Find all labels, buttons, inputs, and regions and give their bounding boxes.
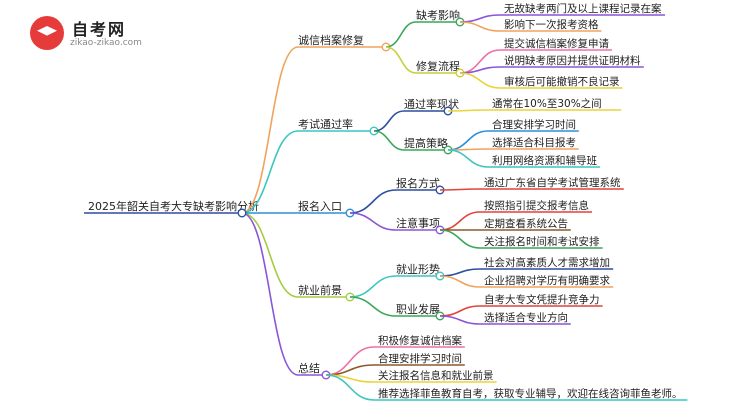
root-node[interactable]: [237, 208, 247, 218]
leaf-topic[interactable]: 利用网络资源和辅导班: [492, 154, 597, 167]
leaf-connector: [439, 305, 481, 317]
leaf-connector: [439, 268, 481, 277]
leaf-topic[interactable]: 说明缺考原因并提供证明材料: [504, 54, 641, 67]
leaf-topic[interactable]: 选择适合科目报考: [492, 136, 576, 149]
subtopic[interactable]: 修复流程: [416, 59, 460, 73]
branch-topic[interactable]: 报名入口: [298, 199, 342, 213]
subtopic[interactable]: 提高策略: [404, 136, 448, 150]
leaf-connector: [439, 188, 481, 191]
branch-connector: [241, 212, 299, 298]
leaf-topic[interactable]: 通过广东省自学考试管理系统: [484, 176, 621, 189]
leaf-topic[interactable]: 通常在10%至30%之间: [492, 97, 602, 110]
subtopic[interactable]: 缺考影响: [416, 8, 460, 22]
leaf-connector: [447, 130, 489, 151]
branch-topic[interactable]: 考试通过率: [298, 117, 353, 131]
subtopic-connector: [385, 46, 417, 74]
subtopic[interactable]: 职业发展: [396, 302, 440, 316]
leaf-topic[interactable]: 影响下一次报考资格: [504, 18, 599, 31]
subtopic[interactable]: 就业形势: [396, 262, 440, 276]
leaf-topic[interactable]: 关注报名信息和就业前景: [378, 369, 494, 382]
leaf-topic[interactable]: 关注报名时间和考试安排: [484, 235, 600, 248]
leaf-connector: [439, 229, 481, 249]
subtopic[interactable]: 注意事项: [396, 216, 440, 230]
leaf-connector: [439, 315, 481, 325]
leaf-connector: [439, 275, 481, 288]
leaf-topic[interactable]: 积极修复诚信档案: [378, 334, 462, 347]
branch-topic[interactable]: 就业前景: [298, 283, 342, 297]
leaf-topic[interactable]: 提交诚信档案修复申请: [504, 37, 609, 50]
root-topic[interactable]: 2025年韶关自考大专缺考影响分析: [88, 199, 259, 213]
branch-connector: [241, 212, 299, 376]
leaf-topic[interactable]: 自考大专文凭提升竞争力: [484, 293, 600, 306]
subtopic-connector: [349, 212, 397, 231]
leaf-topic[interactable]: 按照指引提交报考信息: [484, 199, 589, 212]
leaf-topic[interactable]: 合理安排学习时间: [492, 118, 576, 131]
leaf-topic[interactable]: 选择适合专业方向: [484, 311, 568, 324]
subtopic-connector: [349, 296, 397, 317]
subtopic-connector: [373, 110, 405, 132]
leaf-connector: [459, 14, 501, 23]
leaf-topic[interactable]: 定期查看系统公告: [484, 217, 568, 230]
leaf-connector: [447, 109, 489, 112]
logo-url: zikao-zikao.com: [70, 38, 142, 48]
leaf-topic[interactable]: 无故缺考两门及以上课程记录在案: [504, 2, 662, 15]
leaf-connector: [459, 21, 501, 32]
branch-topic[interactable]: 诚信档案修复: [298, 33, 364, 47]
leaf-topic[interactable]: 合理安排学习时间: [378, 352, 462, 365]
subtopic-connector: [349, 275, 397, 298]
subtopic[interactable]: 报名方式: [396, 176, 440, 190]
leaf-topic[interactable]: 社会对高素质人才需求增加: [484, 256, 610, 269]
leaf-topic[interactable]: 审核后可能撤销不良记录: [504, 75, 620, 88]
subtopic-connector: [385, 21, 417, 48]
leaf-topic[interactable]: 推荐选择菲鱼教育自考，获取专业辅导，欢迎在线咨询菲鱼老师。: [378, 387, 683, 400]
branch-topic[interactable]: 总结: [298, 361, 320, 375]
leaf-connector: [325, 374, 375, 401]
leaf-connector: [447, 149, 489, 168]
branch-connector: [241, 130, 299, 214]
leaf-connector: [459, 66, 501, 74]
subtopic-connector: [373, 130, 405, 151]
leaf-topic[interactable]: 企业招聘对学历有明确要求: [484, 274, 610, 287]
leaf-connector: [439, 211, 481, 231]
site-logo[interactable]: 自考网 zikao-zikao.com: [30, 14, 180, 54]
branch-connector: [241, 46, 299, 214]
logo-title: 自考网: [72, 20, 127, 39]
graduation-cap-icon: [30, 16, 64, 50]
subtopic-connector: [349, 189, 397, 214]
leaf-connector: [459, 72, 501, 89]
